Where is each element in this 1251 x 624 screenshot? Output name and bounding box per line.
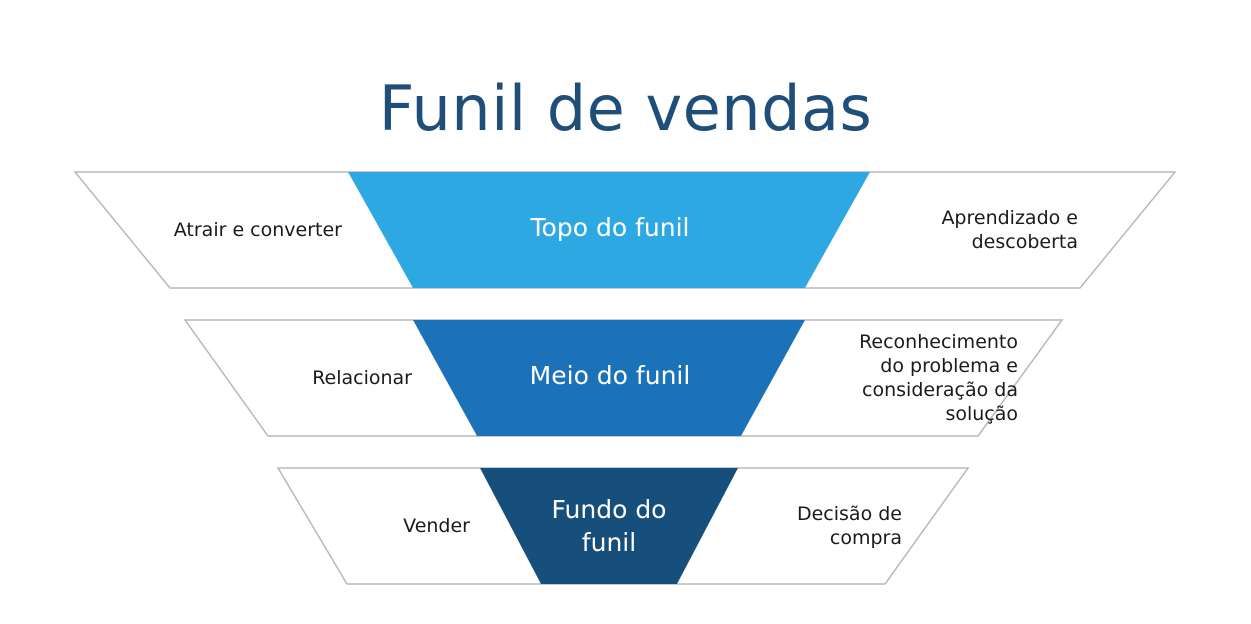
fundo-right-label: Decisão de compra — [796, 503, 902, 549]
topo-right-label: Aprendizado e descoberta — [941, 207, 1078, 253]
topo-center-label: Topo do funil — [530, 212, 690, 242]
meio-center-label: Meio do funil — [529, 360, 691, 390]
meio-right-label: Reconhecimento do problema e consideraçã… — [859, 331, 1018, 425]
meio-left-label: Relacionar — [312, 367, 412, 389]
topo-left-label: Atrair e converter — [173, 219, 342, 241]
fundo-center-shape — [480, 468, 738, 584]
fundo-center-label: Fundo do funil — [551, 495, 667, 557]
page-title: Funil de vendas — [378, 72, 873, 145]
meio-center-shape — [413, 320, 805, 436]
topo-center-shape — [348, 172, 870, 288]
fundo-left-label: Vender — [403, 515, 470, 537]
